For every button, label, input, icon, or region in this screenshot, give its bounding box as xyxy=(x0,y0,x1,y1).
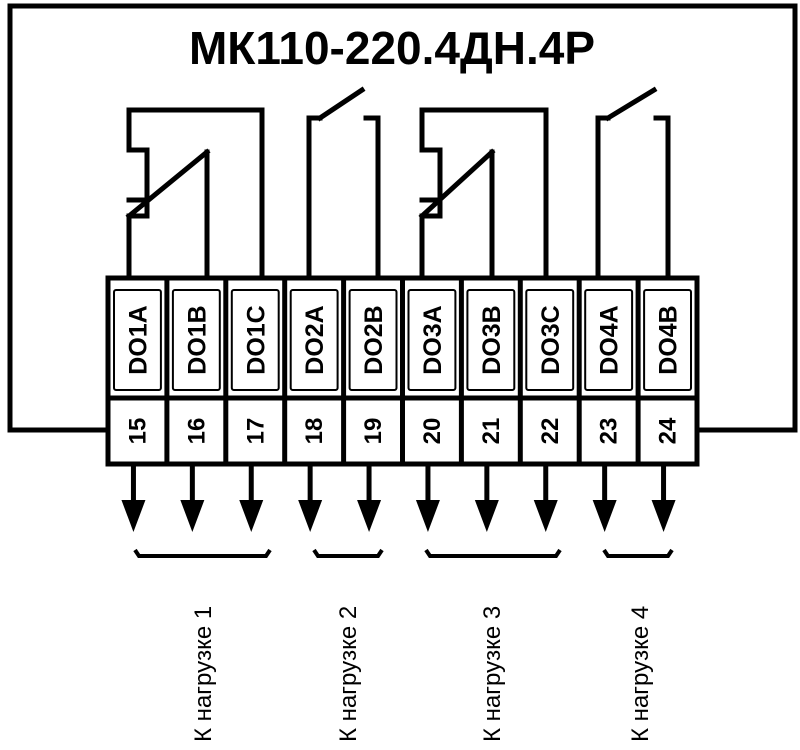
terminal-label-do1a: DO1A xyxy=(124,305,152,374)
load-bracket-2 xyxy=(312,548,384,558)
terminal-label-do3a: DO3A xyxy=(419,305,447,374)
terminal-number-16: 16 xyxy=(183,418,210,445)
terminal-number-20: 20 xyxy=(419,418,446,445)
terminal-label-do2a: DO2A xyxy=(301,305,329,374)
output-arrow-head xyxy=(121,500,146,532)
terminal-label-box xyxy=(584,289,634,391)
terminal-label-box xyxy=(525,289,575,391)
terminal-label-box xyxy=(113,289,162,391)
relay-3-changeover-contact xyxy=(418,107,549,281)
load-bracket-1 xyxy=(133,548,272,558)
terminal-number-21: 21 xyxy=(478,418,505,445)
relay-2-open-contact xyxy=(306,86,381,281)
terminal-label-do3c: DO3C xyxy=(537,305,565,374)
terminal-label-do3b: DO3B xyxy=(478,305,506,374)
relay-1-changeover-contact xyxy=(125,107,265,281)
output-arrow-head xyxy=(651,500,676,532)
output-arrow-head xyxy=(474,500,499,532)
load-bracket-4 xyxy=(602,548,674,558)
terminal-number-17: 17 xyxy=(242,418,269,445)
terminal-number-24: 24 xyxy=(655,417,682,444)
terminal-number-15: 15 xyxy=(124,418,151,445)
output-arrow-head xyxy=(357,500,382,532)
terminal-block: DO1A 15 DO1B 16 DO1C 17 DO2A 18 DO2B 19 DO3A 20 DO3B… xyxy=(113,275,692,467)
terminal-number-22: 22 xyxy=(537,418,564,445)
output-arrow-head xyxy=(298,500,323,532)
output-arrow-head xyxy=(239,500,264,532)
load-brackets xyxy=(133,548,674,558)
terminal-label-box xyxy=(348,289,398,391)
output-arrow-head xyxy=(180,500,205,532)
terminal-number-23: 23 xyxy=(596,418,623,445)
terminal-label-do4a: DO4A xyxy=(596,305,624,374)
terminal-label-box xyxy=(230,289,280,391)
device-body-outline xyxy=(7,3,798,433)
load-label-3: К нагрузке 3 xyxy=(479,606,506,742)
terminal-number-19: 19 xyxy=(360,418,387,445)
terminal-label-do2b: DO2B xyxy=(360,305,388,374)
terminal-label-box xyxy=(643,289,692,391)
terminal-label-do1b: DO1B xyxy=(183,305,211,374)
device-title: МК110-220.4ДН.4Р xyxy=(189,22,595,74)
load-label-2: К нагрузке 2 xyxy=(335,606,362,742)
output-arrows xyxy=(121,464,676,532)
load-label-1: К нагрузке 1 xyxy=(190,606,217,742)
load-label-4: К нагрузке 4 xyxy=(627,606,654,742)
relay-4-open-contact xyxy=(595,86,671,281)
output-arrow-head xyxy=(592,500,617,532)
terminal-label-box xyxy=(171,289,221,391)
output-arrow-head xyxy=(415,500,440,532)
terminal-label-box xyxy=(407,289,457,391)
terminal-label-do1c: DO1C xyxy=(242,305,270,374)
terminal-label-box xyxy=(466,289,516,391)
output-arrow-head xyxy=(533,500,558,532)
load-bracket-3 xyxy=(424,548,562,558)
terminal-label-box xyxy=(289,289,339,391)
terminal-label-do4b: DO4B xyxy=(655,305,683,374)
terminal-number-18: 18 xyxy=(301,418,328,445)
